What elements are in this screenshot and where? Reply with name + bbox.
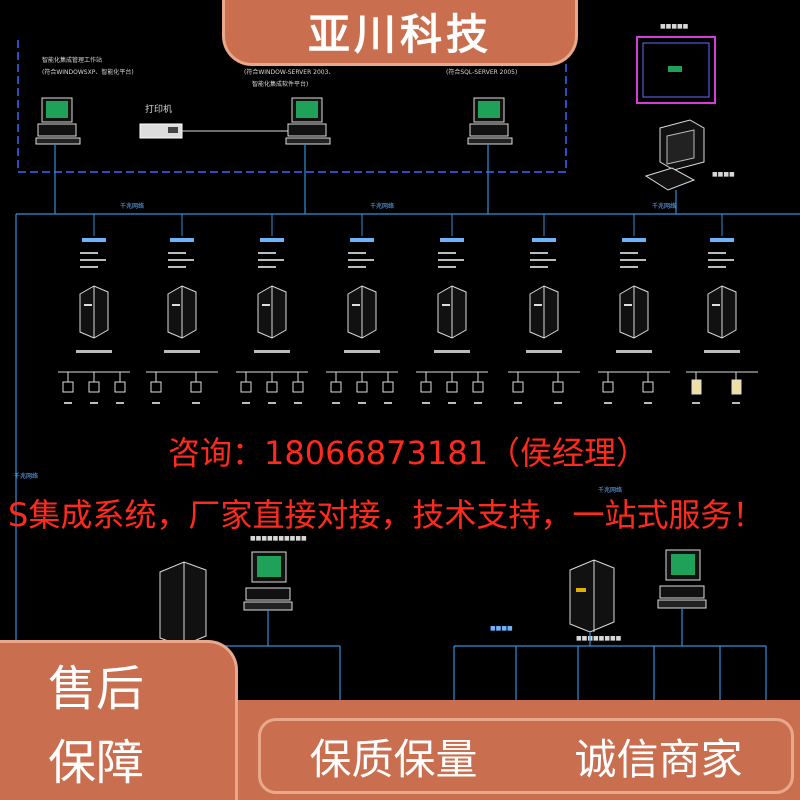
quality-badge: 保质保量 诚信商家 (258, 718, 794, 794)
svg-text:■■■■■■■■■■: ■■■■■■■■■■ (250, 535, 307, 542)
subsystem-servers (58, 214, 758, 404)
workstation-left-label: 智能化集成管理工作站 (42, 56, 102, 64)
svg-text:■■■■■■■■: ■■■■■■■■ (576, 635, 622, 642)
server-tower-icon (437, 285, 467, 339)
server-tower-icon (619, 285, 649, 339)
subsystem-column (58, 214, 130, 404)
dashed-group-frame (17, 40, 567, 173)
backbone-network (15, 144, 800, 640)
display-wall-icon: ■■■■■ (636, 23, 716, 104)
server-mid-sub: (符合WINDOW-SERVER 2003、 (244, 68, 334, 76)
bottom-network-right-label: 千兆网络 (598, 486, 622, 494)
network-label-1: 千兆网络 (120, 202, 144, 210)
svg-text:■■■■: ■■■■ (490, 625, 513, 632)
server-tower-icon (167, 285, 197, 339)
workstation-right-icon (467, 97, 513, 145)
printer-icon (139, 123, 288, 139)
server-tower-icon (347, 285, 377, 339)
server-tower-icon (529, 285, 559, 339)
service-slogan-text: S集成系统，厂家直接对接，技术支持，一站式服务！ (8, 496, 765, 534)
subsystem-column (686, 214, 758, 404)
server-mid-sub2: 智能化集成软件平台) (252, 80, 308, 88)
workstation-left-icon (35, 97, 81, 145)
quality-text: 保质保量 (309, 734, 478, 784)
subsystem-column (416, 214, 488, 404)
lower-right-server-icon: ■■■■■■■■ (569, 559, 622, 642)
brand-title: 亚川科技 (307, 10, 492, 59)
workstation-mid-icon (285, 97, 331, 145)
server-tower-icon (257, 285, 287, 339)
after-sales-line2: 保障 (48, 735, 145, 791)
after-sales-line1: 售后 (48, 661, 145, 717)
printer-label: 打印机 (145, 103, 172, 115)
subsystem-column (146, 214, 218, 404)
subsystem-column (326, 214, 398, 404)
bottom-network-left-label: 千兆网络 (14, 472, 38, 480)
monitor-3d-icon: ■■■■ (644, 119, 735, 191)
after-sales-badge: 售后 保障 (0, 640, 238, 800)
lower-left-server-icon (159, 561, 207, 647)
network-label-2: 千兆网络 (370, 202, 394, 210)
lower-left-workstation-icon: ■■■■■■■■■■ (243, 535, 307, 611)
contact-phone-text: 咨询：18066873181（侯经理） (168, 434, 648, 472)
server-tower-icon (79, 285, 109, 339)
brand-tab: 亚川科技 (222, 0, 578, 66)
server-tower-icon (707, 285, 737, 339)
network-label-3: 千兆网络 (652, 202, 676, 210)
server-right-sub: (符合SQL-SERVER 2005) (446, 68, 517, 76)
subsystem-column (236, 214, 308, 404)
svg-text:■■■■: ■■■■ (712, 171, 735, 178)
workstation-left-sub: (符合WINDOWSXP、智能化平台) (42, 68, 134, 76)
integrity-text: 诚信商家 (574, 734, 743, 784)
subsystem-column (508, 214, 580, 404)
svg-text:■■■■■: ■■■■■ (660, 23, 689, 30)
subsystem-column (598, 214, 670, 404)
lower-right-workstation-icon (657, 549, 707, 609)
